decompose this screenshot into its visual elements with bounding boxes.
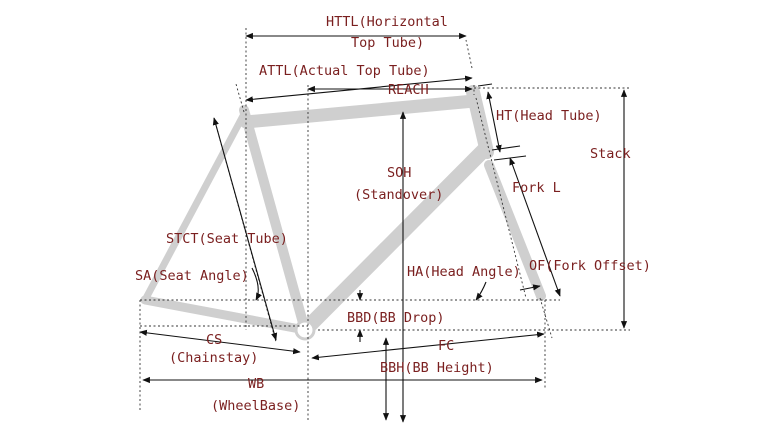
- stct-label: STCT(Seat Tube): [166, 231, 288, 247]
- soh-label-line2: (Standover): [354, 187, 443, 203]
- bbh-label: BBH(BB Height): [380, 360, 494, 376]
- dimension-lines: [139, 32, 628, 423]
- fc-label: FC: [438, 338, 454, 354]
- ht-tick-bottom: [491, 145, 521, 151]
- wb-label-line1: WB: [248, 376, 264, 392]
- reach-label: REACH: [388, 82, 429, 98]
- attl-label: ATTL(Actual Top Tube): [259, 63, 430, 79]
- bike-frame: [140, 85, 546, 341]
- cs-label-line1: CS: [206, 332, 222, 348]
- soh-label-line1: SOH: [387, 165, 411, 181]
- fc-dim: [311, 331, 545, 361]
- head-tube: [466, 85, 494, 159]
- sa-label: SA(Seat Angle): [135, 268, 249, 284]
- ha-arc: [475, 281, 487, 301]
- labels: HTTL(Horizontal Top Tube) ATTL(Actual To…: [135, 14, 651, 414]
- stack-label: Stack: [590, 146, 631, 162]
- cs-label-line2: (Chainstay): [169, 350, 258, 366]
- wb-label-line2: (WheelBase): [211, 398, 300, 414]
- top-tube: [239, 94, 481, 129]
- stct-dim: [212, 117, 278, 341]
- bottom-bracket: [294, 319, 316, 341]
- cs-dim: [139, 329, 301, 355]
- ht-dim: [486, 91, 502, 153]
- ht-label: HT(Head Tube): [496, 108, 602, 124]
- httl-label-line1: HTTL(Horizontal: [326, 14, 448, 30]
- fork-l-dim: [509, 157, 561, 297]
- ha-label: HA(Head Angle): [407, 264, 521, 280]
- seat-tube: [239, 105, 310, 335]
- ht-tick-top: [477, 83, 493, 87]
- of-dim: [519, 284, 541, 291]
- bbd-label: BBD(BB Drop): [347, 310, 445, 326]
- fork-l-label: Fork L: [512, 180, 561, 196]
- chainstay-tube: [140, 295, 310, 335]
- of-label: OF(Fork Offset): [529, 258, 651, 274]
- sa-arc: [251, 267, 262, 301]
- httl-label-line2: Top Tube): [351, 35, 424, 51]
